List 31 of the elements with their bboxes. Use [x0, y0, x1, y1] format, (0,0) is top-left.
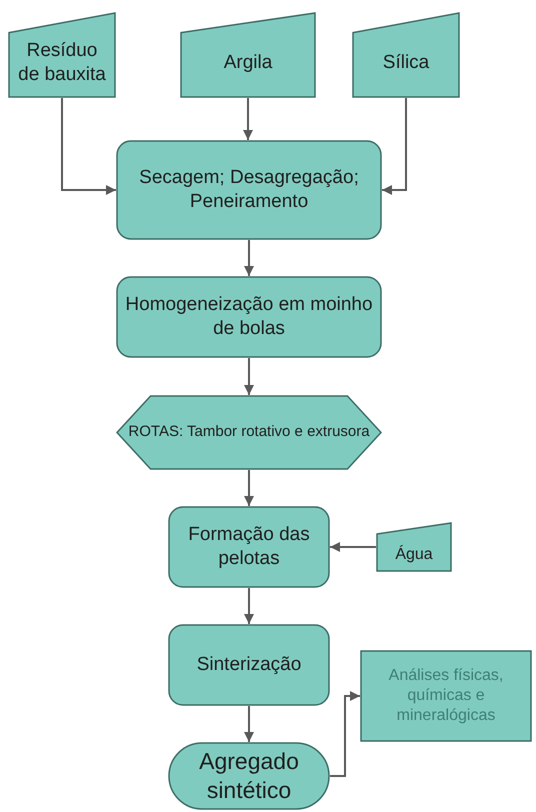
- node-label: Formação das pelotas: [187, 523, 311, 571]
- arrow: [244, 706, 254, 742]
- input-shape: [352, 12, 460, 98]
- input-shape: [8, 12, 116, 98]
- node-label: Água: [395, 545, 433, 565]
- process-box: [116, 276, 382, 358]
- arrow: [330, 691, 360, 777]
- node-label: Resíduo de bauxita: [17, 39, 107, 87]
- arrow: [244, 240, 254, 276]
- input-shape: [180, 12, 316, 98]
- node-label: Sinterização: [196, 653, 302, 677]
- input-shape: [376, 522, 452, 572]
- process-box: [168, 624, 330, 706]
- node-label: ROTAS: Tambor rotativo e extrusora: [128, 423, 370, 442]
- arrow: [244, 470, 254, 506]
- preparation-hexagon: [116, 395, 382, 470]
- node-label: Sílica: [382, 51, 430, 75]
- arrow: [244, 358, 254, 395]
- node-label: Homogeneização em moinho de bolas: [124, 293, 374, 341]
- arrow: [61, 98, 116, 195]
- note-box: [360, 650, 532, 742]
- arrow: [244, 588, 254, 624]
- node-label: Agregado sintético: [198, 747, 300, 805]
- process-box: [168, 506, 330, 588]
- process-box: [116, 140, 382, 240]
- node-label: Secagem; Desagregação; Peneiramento: [138, 166, 360, 214]
- arrow: [243, 98, 253, 140]
- arrow: [382, 98, 407, 195]
- node-label: Argila: [224, 51, 272, 75]
- node-label: Análises físicas, químicas e mineralógicas: [388, 666, 504, 726]
- arrow: [330, 542, 376, 552]
